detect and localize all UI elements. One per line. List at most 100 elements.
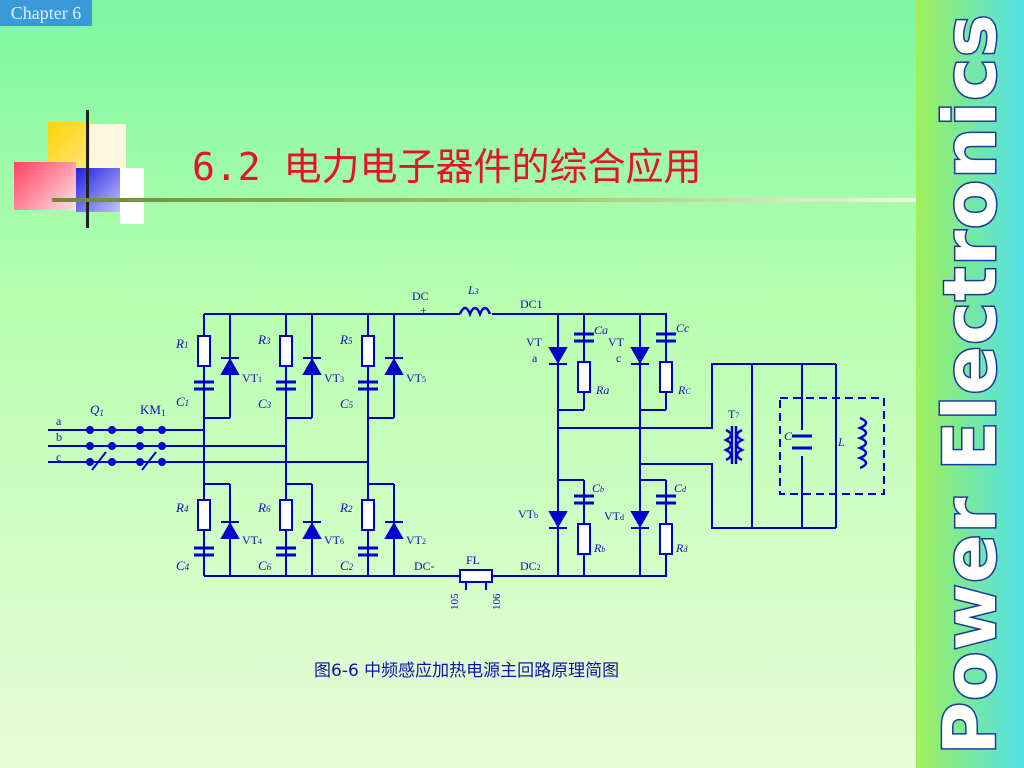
inductor-l3 [458, 306, 492, 318]
load-l-label: L [837, 435, 845, 449]
fl-label: FL [466, 553, 480, 567]
vt4-label: VT4 [242, 533, 262, 547]
thyristor-vt2 [384, 521, 404, 539]
dc1-label: DC1 [520, 297, 543, 311]
phase-a-label: a [56, 414, 62, 428]
deco-red-square [14, 162, 76, 210]
km1-label: KM1 [140, 402, 165, 418]
capacitor-c4 [194, 546, 214, 557]
r1-label: R1 [175, 336, 188, 351]
resistor-rc [659, 361, 673, 393]
thyristor-vtc [630, 347, 650, 365]
load-dashed-box [779, 397, 885, 495]
thyristor-vt5 [384, 357, 404, 375]
fl-pin-105: 105 [449, 593, 461, 610]
vta-label: VT [526, 335, 543, 349]
resistor-ra [577, 361, 591, 393]
thyristor-vtb [548, 511, 568, 529]
c3-label: C3 [258, 396, 272, 411]
vt6-label: VT6 [324, 533, 344, 547]
ra-label: Ra [595, 383, 609, 397]
vtc-label: VT [608, 335, 625, 349]
thyristor-vta [548, 347, 568, 365]
r4-label: R4 [175, 500, 189, 515]
resistor-r1 [197, 335, 211, 367]
c1-label: C1 [176, 394, 189, 409]
c5-label: C5 [340, 396, 354, 411]
thyristor-vt3 [302, 357, 322, 375]
c6-label: C6 [258, 558, 272, 573]
resistor-rd [659, 523, 673, 555]
vt3-label: VT3 [324, 371, 344, 385]
resistor-r4 [197, 499, 211, 531]
phase-c-label: c [56, 450, 61, 464]
capacitor-c2 [358, 546, 378, 557]
capacitor-c5 [358, 380, 378, 391]
circuit-diagram: a b c Q1 KM1 R1 R3 R5 R4 R6 R2 C1 C3 C5 … [48, 283, 885, 610]
vt5-label: VT5 [406, 371, 426, 385]
circuit-wires [48, 313, 837, 577]
side-banner-text: Power Electronics [927, 12, 1014, 756]
vt2-label: VT2 [406, 533, 426, 547]
vtc-sub: c [616, 351, 621, 365]
capacitor-ca [574, 332, 594, 343]
resistor-r2 [361, 499, 375, 531]
dc2-label: DC2 [520, 559, 541, 573]
chapter-tag[interactable]: Chapter 6 [0, 0, 92, 26]
rb-label: Rb [593, 541, 605, 555]
capacitor-c1 [194, 380, 214, 391]
c4-label: C4 [176, 558, 190, 573]
side-banner [916, 0, 1024, 768]
q1-label: Q1 [90, 402, 104, 418]
r5-label: R5 [339, 332, 353, 347]
thyristor-vtd [630, 511, 650, 529]
page-title: 6.2 电力电子器件的综合应用 [192, 145, 702, 189]
ca-label: Ca [594, 323, 608, 337]
cc-label: Cc [676, 321, 690, 335]
cb-label: Cb [592, 481, 604, 495]
resistor-r5 [361, 335, 375, 367]
deco-vertical-line [86, 110, 89, 228]
title-underline [52, 198, 916, 202]
fl-filter [459, 569, 493, 583]
fl-pin-106: 106 [491, 593, 503, 610]
dc-plus-label: DC [412, 289, 429, 303]
rd-label: Rd [675, 541, 688, 555]
capacitor-c3 [276, 380, 296, 391]
capacitor-cd [656, 494, 676, 505]
vta-sub: a [532, 351, 538, 365]
capacitor-cc [656, 332, 676, 343]
capacitor-load [792, 434, 812, 450]
switch-km1 [136, 426, 166, 471]
switch-q1 [86, 426, 116, 471]
figure-caption: 图6-6 中频感应加热电源主回路原理简图 [314, 661, 620, 681]
resistor-rb [577, 523, 591, 555]
vt1-label: VT1 [242, 371, 262, 385]
vtd-label: VTd [604, 509, 624, 523]
phase-b-label: b [56, 430, 62, 444]
dc-minus-label: DC- [414, 559, 435, 573]
t7-label: T7 [728, 407, 739, 421]
cd-label: Cd [674, 481, 687, 495]
rc-label: RC [677, 383, 691, 397]
deco-blue-square [76, 168, 122, 212]
capacitor-c6 [276, 546, 296, 557]
l3-label: L3 [467, 283, 479, 297]
thyristor-vt6 [302, 521, 322, 539]
vtb-label: VTb [518, 507, 538, 521]
dc-plus-sign: + [420, 303, 427, 317]
transformer-t7 [723, 426, 745, 464]
thyristor-vt4 [220, 521, 240, 539]
capacitor-cb [574, 494, 594, 505]
c2-label: C2 [340, 558, 354, 573]
load-coil-l [856, 416, 868, 470]
resistor-r3 [279, 335, 293, 367]
r6-label: R6 [257, 500, 271, 515]
r3-label: R3 [257, 332, 271, 347]
thyristor-vt1 [220, 357, 240, 375]
r2-label: R2 [339, 500, 353, 515]
deco-white-square [120, 168, 144, 224]
resistor-r6 [279, 499, 293, 531]
deco-cream-square [90, 124, 126, 170]
